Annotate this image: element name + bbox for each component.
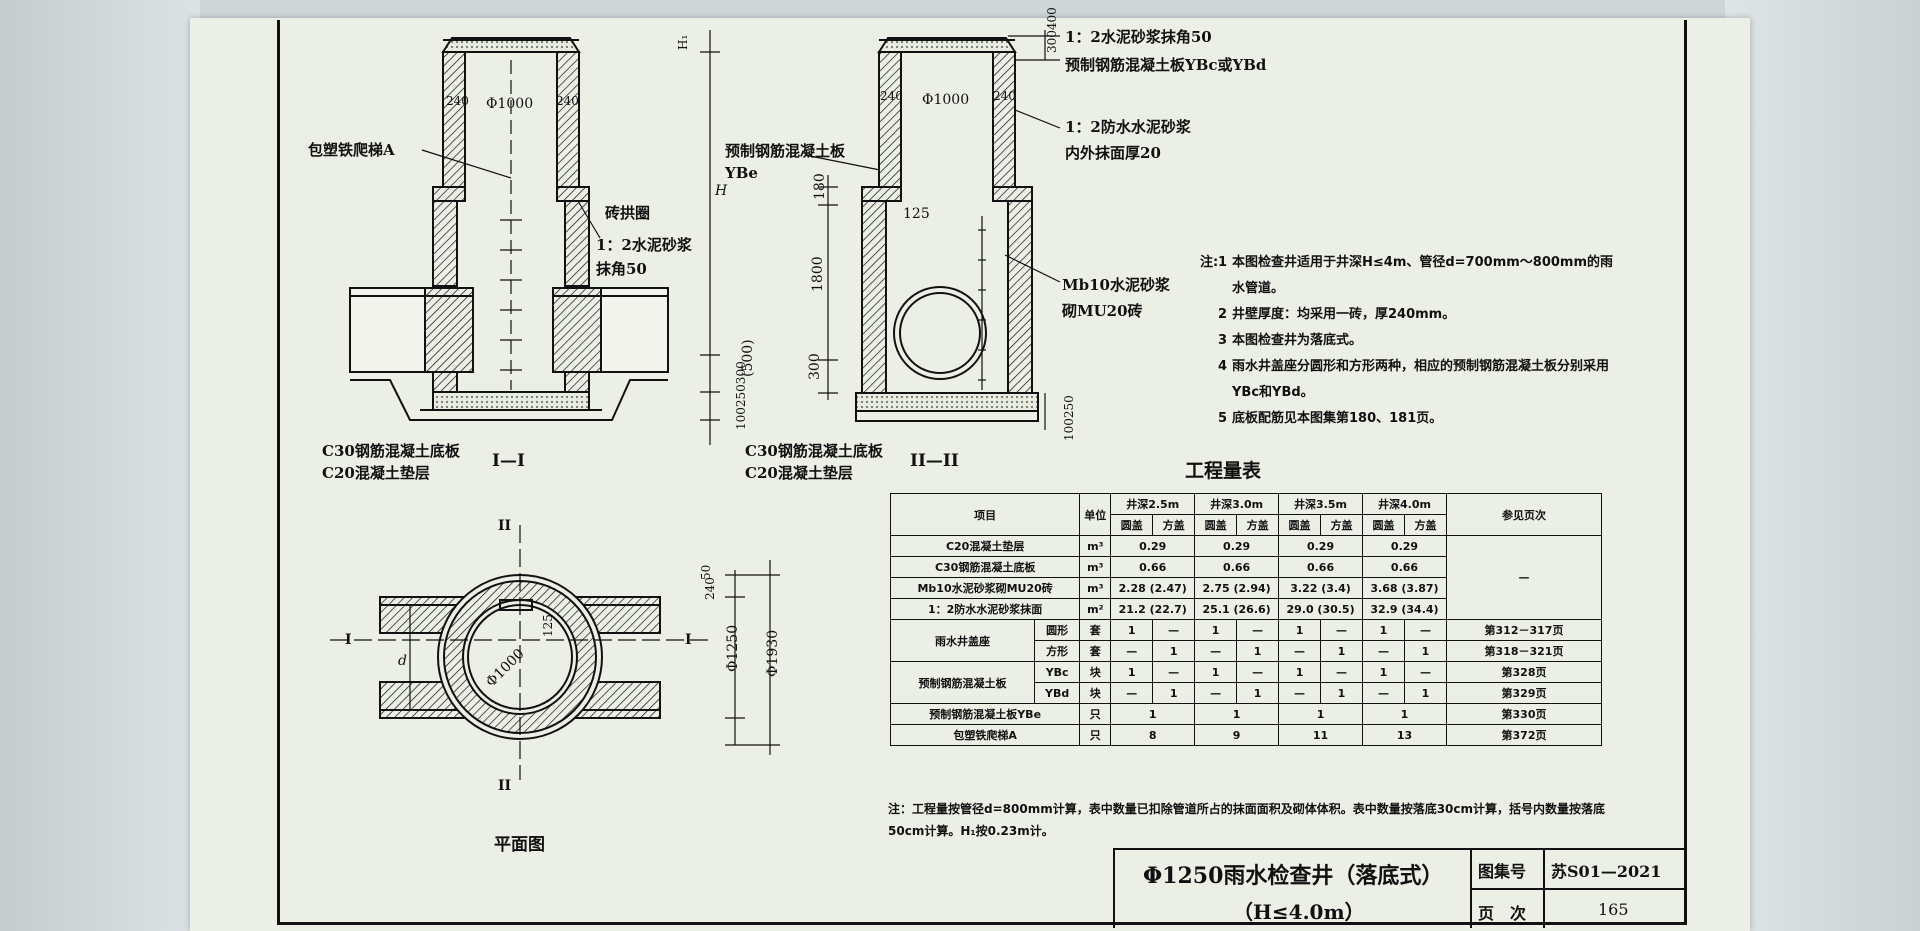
phi1930: Φ1930 xyxy=(765,630,781,677)
marker-II-top: II xyxy=(498,518,511,534)
header-round: 圆盖 xyxy=(1194,514,1238,536)
dim-240-left-a: 240 xyxy=(446,94,469,108)
table-row: C30钢筋混凝土底板 m³ 0.66 0.66 0.66 0.66 xyxy=(889,556,1602,578)
section-I-I xyxy=(349,30,720,445)
header-depth: 井深2.5m xyxy=(1110,493,1196,515)
waterproof-label-1: 1：2防水水泥砂浆 xyxy=(1065,118,1192,136)
mortar-corner-label-1: 1：2水泥砂浆 xyxy=(596,236,693,254)
atlas-number: 苏S01—2021 xyxy=(1551,862,1662,881)
header-depth: 井深3.5m xyxy=(1278,493,1363,515)
slab-ybe-label-2: YBe xyxy=(724,164,758,182)
base-c20-label-right: C20混凝土垫层 xyxy=(745,464,853,482)
title-main: Φ1250雨水检查井（落底式） xyxy=(1143,863,1444,889)
phi1000-left: Φ1000 xyxy=(486,96,533,112)
table-row: YBd 块 —1 —1 —1 —1 第329页 xyxy=(891,682,1602,704)
dim-240-left-b: 240 xyxy=(556,94,579,108)
table-row: 包塑铁爬梯A 只 8 9 11 13 第372页 xyxy=(889,724,1602,746)
plan-dim-d: d xyxy=(398,653,407,669)
marker-I-right: I xyxy=(685,632,692,648)
header-square: 方盖 xyxy=(1320,514,1363,536)
background-left xyxy=(0,0,200,931)
plan-dim-240: 240 xyxy=(703,577,717,600)
header-item: 项目 xyxy=(889,493,1081,536)
dim-100250300: 100250300 xyxy=(734,361,748,430)
header-round: 圆盖 xyxy=(1362,514,1405,536)
quantity-table: 项目 单位 井深2.5m 井深3.0m 井深3.5m 井深4.0m 参见页次 圆… xyxy=(889,493,1602,746)
table-footnote: 注：工程量按管径d=800mm计算，表中数量已扣除管道所占的抹面面积及砌体体积。… xyxy=(888,802,1606,838)
table-row: 预制钢筋混凝土板YBe 只 1 1 1 1 第330页 xyxy=(889,703,1602,725)
mb10-label-2: 砌MU20砖 xyxy=(1061,302,1143,320)
drawing-frame xyxy=(277,20,1687,925)
marker-I-left: I xyxy=(345,632,352,648)
background-right xyxy=(1725,0,1920,931)
dim-300-400: 300400 xyxy=(1045,7,1059,53)
title-block: Φ1250雨水检查井（落底式） （H≤4.0m） 图集号 苏S01—2021 页… xyxy=(1113,848,1687,930)
section-label-II-II: II—II xyxy=(910,451,959,471)
page-label: 页 次 xyxy=(1478,904,1527,923)
plan-label: 平面图 xyxy=(494,835,545,855)
dim-240-right-b: 240 xyxy=(993,89,1016,103)
atlas-label: 图集号 xyxy=(1478,862,1527,881)
base-c30-label-left: C30钢筋混凝土底板 xyxy=(322,442,461,460)
header-square: 方盖 xyxy=(1236,514,1280,536)
table-row: Mb10水泥砂浆砌MU20砖 m³ 2.28 (2.47) 2.75 (2.94… xyxy=(889,577,1602,599)
section-label-I-I: I—I xyxy=(492,451,525,471)
mortar-corner-label-2: 抹角50 xyxy=(596,260,647,278)
section-II-II xyxy=(804,30,1061,430)
dim-H1: H₁ xyxy=(676,35,690,50)
page-number: 165 xyxy=(1598,900,1629,919)
header-square: 方盖 xyxy=(1152,514,1196,536)
dim-240-right-a: 240 xyxy=(880,89,903,103)
top-mortar-label: 1：2水泥砂浆抹角50 xyxy=(1065,28,1212,46)
dim-100250: 100250 xyxy=(1062,395,1076,441)
header-depth: 井深4.0m xyxy=(1362,493,1447,515)
marker-II-bottom: II xyxy=(498,778,511,794)
top-slab-label: 预制钢筋混凝土板YBc或YBd xyxy=(1065,56,1267,74)
dim-300: 300 xyxy=(807,353,823,380)
plan-dim-125: 125 xyxy=(541,614,555,637)
ladder-label: 包塑铁爬梯A xyxy=(308,141,395,159)
table-row: 预制钢筋混凝土板 YBc 块 1— 1— 1— 1— 第328页 xyxy=(890,661,1602,704)
mb10-label-1: Mb10水泥砂浆 xyxy=(1062,276,1171,294)
plan-view xyxy=(330,525,780,780)
table-row: 雨水井盖座 圆形 套 1— 1— 1— 1— 第312－317页 xyxy=(890,619,1602,662)
dim-1800: 1800 xyxy=(810,256,826,292)
notes-label: 注: xyxy=(1200,255,1219,270)
header-unit: 单位 xyxy=(1079,493,1112,536)
slab-ybe-label-1: 预制钢筋混凝土板 xyxy=(725,142,846,160)
title-sub: （H≤4.0m） xyxy=(1233,900,1365,924)
dim-500: (500) xyxy=(740,339,756,377)
phi1000-right: Φ1000 xyxy=(922,92,969,108)
dim-180: 180 xyxy=(812,173,828,200)
header-square: 方盖 xyxy=(1403,514,1448,536)
header-round: 圆盖 xyxy=(1278,514,1321,536)
base-c30-label-right: C30钢筋混凝土底板 xyxy=(745,442,884,460)
table-row: C20混凝土垫层 m³ 0.29 0.29 0.29 0.29 — xyxy=(889,535,1602,620)
brick-arch-label: 砖拱圈 xyxy=(605,204,650,222)
phi1250: Φ1250 xyxy=(725,625,741,672)
dim-H-left: H xyxy=(714,183,728,199)
header-round: 圆盖 xyxy=(1110,514,1154,536)
dim-125: 125 xyxy=(903,206,930,222)
table-row: 1：2防水水泥砂浆抹面 m² 21.2 (22.7) 25.1 (26.6) 2… xyxy=(889,598,1602,620)
base-c20-label-left: C20混凝土垫层 xyxy=(322,464,430,482)
waterproof-label-2: 内外抹面厚20 xyxy=(1065,144,1161,162)
plan-dim-50: 50 xyxy=(699,565,713,580)
quantity-table-title: 工程量表 xyxy=(1185,460,1262,482)
header-ref: 参见页次 xyxy=(1446,493,1602,536)
header-depth: 井深3.0m xyxy=(1194,493,1280,515)
